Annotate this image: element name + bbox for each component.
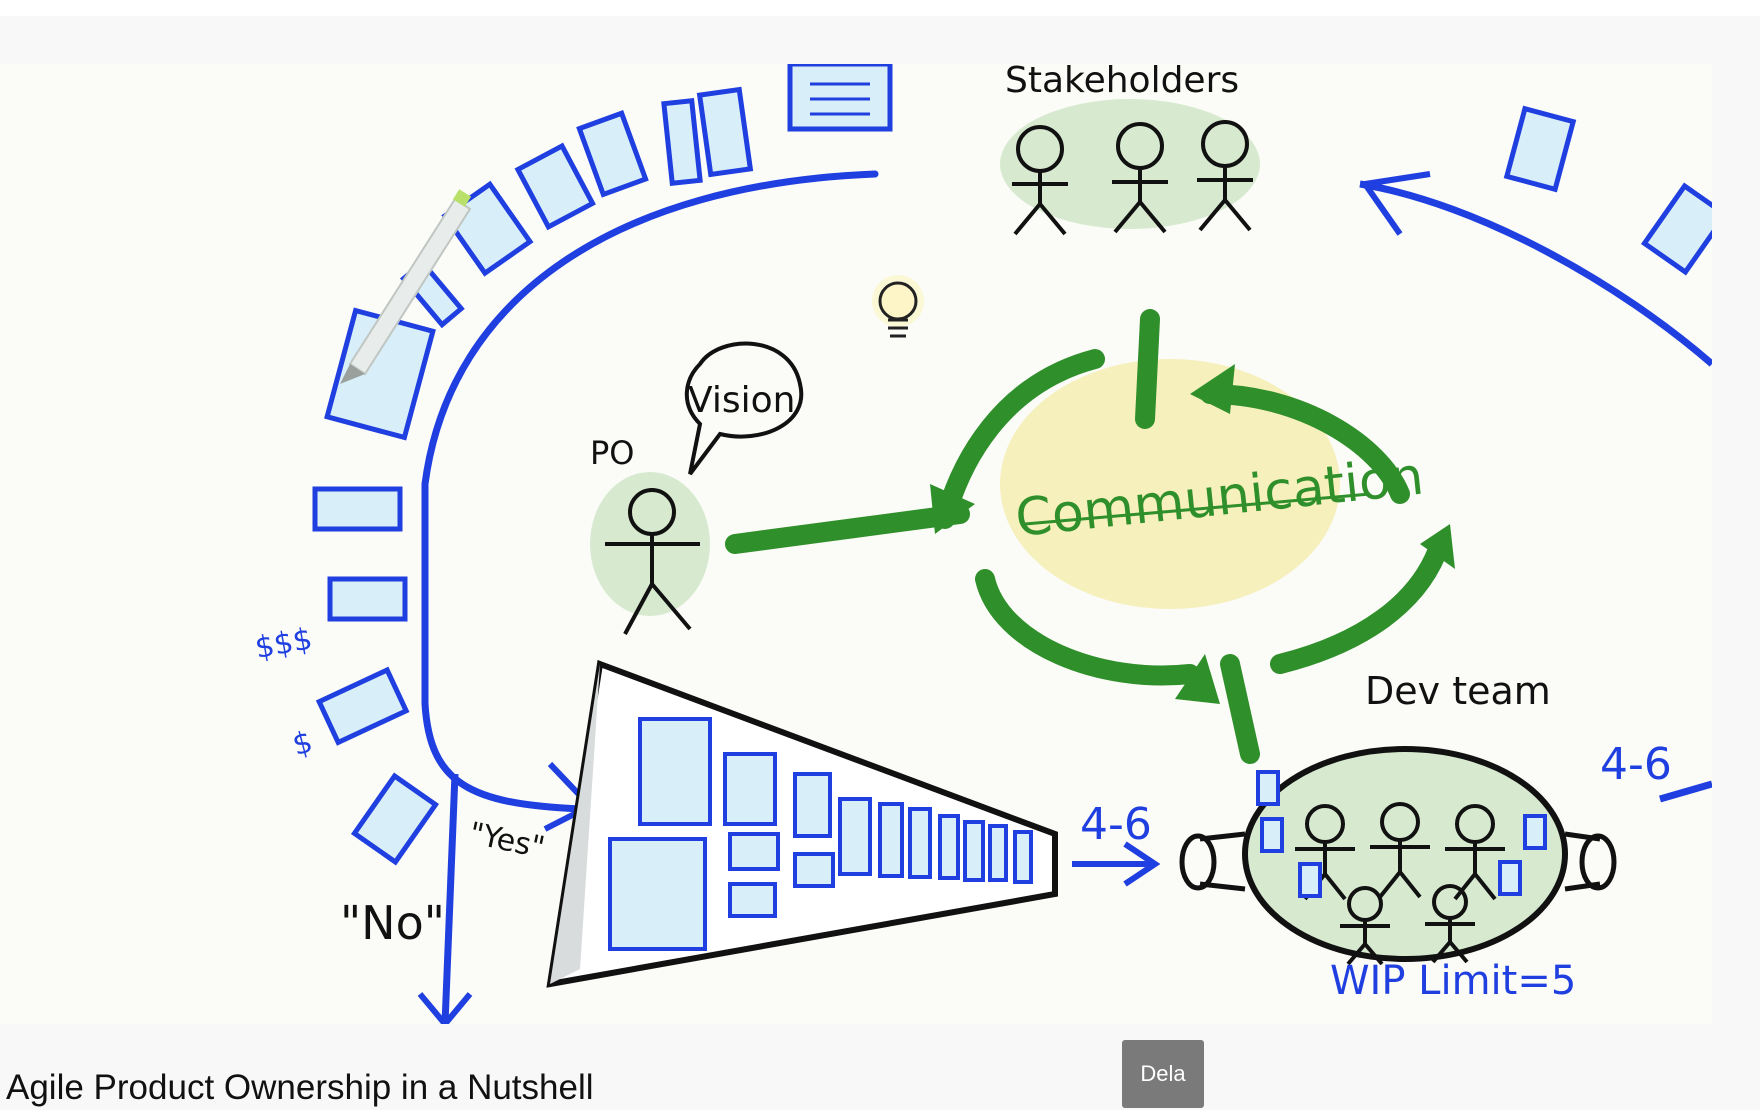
wip-limit-label: WIP Limit=5 [1330, 958, 1576, 1004]
wip-item [1523, 814, 1547, 850]
vision-label: Vision [688, 380, 795, 421]
wip-item [1498, 860, 1522, 896]
backlog-item [938, 814, 960, 880]
story-card [1503, 105, 1577, 193]
feedback-arrow-head [1359, 171, 1431, 236]
story-card [350, 772, 440, 866]
backlog-item [908, 807, 932, 879]
comm-arrow [975, 569, 1200, 686]
lightbulb-icon [872, 275, 924, 338]
story-card [787, 64, 893, 132]
backlog-item [793, 852, 835, 888]
comm-arrow [1220, 654, 1260, 764]
story-card [661, 98, 703, 186]
backlog-item [723, 752, 777, 826]
velocity-out-label: 4-6 [1600, 739, 1672, 790]
backlog-item [878, 802, 904, 878]
pencil-icon [340, 189, 472, 384]
po-label: PO [590, 434, 634, 472]
wip-item [1298, 862, 1322, 898]
backlog-item [988, 824, 1008, 882]
communication-bubble [1000, 359, 1340, 609]
story-card [514, 142, 596, 231]
dev-team-figures [1295, 802, 1505, 966]
backlog-item [793, 772, 832, 838]
po-figure [605, 488, 700, 635]
share-button[interactable]: Dela [1122, 1040, 1204, 1108]
wip-item [1256, 770, 1280, 806]
sketch-drawing: Stakeholders PO Vision Communication [252, 64, 1712, 1024]
comm-arrow [1270, 534, 1450, 674]
stakeholders-label: Stakeholders [1005, 64, 1239, 101]
comm-arrow [1135, 309, 1160, 429]
wip-item [1260, 817, 1284, 853]
backlog-flow-curve [421, 170, 879, 813]
video-title: Agile Product Ownership in a Nutshell [6, 1068, 594, 1107]
story-card [327, 576, 408, 622]
velocity-in-label: 4-6 [1080, 799, 1152, 850]
backlog-item [638, 717, 712, 826]
video-player[interactable]: Stakeholders PO Vision Communication [0, 64, 1712, 1024]
story-card [696, 86, 754, 178]
story-card [1640, 182, 1712, 276]
no-arrow-head [417, 992, 473, 1024]
dev-team-bubble [1242, 746, 1568, 962]
top-bar [0, 0, 1760, 16]
backlog-item [728, 882, 777, 918]
no-label: "No" [340, 896, 445, 950]
release-line [1659, 780, 1712, 803]
backlog-item [963, 820, 985, 882]
value-low-label: $ [289, 724, 317, 763]
comm-arrow [1200, 384, 1410, 504]
feedback-curve [1359, 180, 1712, 367]
backlog-item [728, 832, 780, 871]
story-card [315, 666, 410, 746]
flow-arrow [1072, 841, 1161, 887]
backlog-item [1013, 830, 1033, 884]
dev-team-label: Dev team [1365, 669, 1551, 713]
story-card [312, 486, 403, 532]
story-card [576, 110, 649, 198]
stakeholder-figures [1012, 120, 1253, 236]
backlog-item [608, 837, 707, 951]
yes-label: "Yes" [466, 816, 548, 866]
no-branch-line [441, 773, 459, 1024]
comm-arrow [725, 504, 970, 554]
backlog-item [838, 797, 872, 876]
value-high-label: $$$ [252, 622, 314, 666]
vision-speech-bubble [684, 341, 804, 476]
